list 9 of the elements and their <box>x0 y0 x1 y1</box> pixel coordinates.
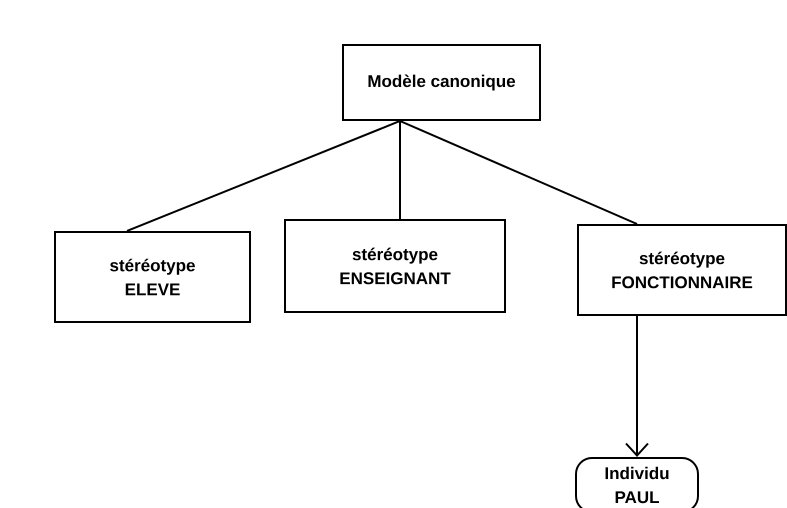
box: stéréotype ELEVE <box>54 231 251 323</box>
box: stéréotype ENSEIGNANT <box>284 219 506 313</box>
box: stéréotype FONCTIONNAIRE <box>577 224 787 316</box>
connector-line <box>400 120 638 225</box>
connector-line <box>399 121 401 219</box>
rounded-box: Individu PAUL <box>575 456 699 508</box>
arrow <box>625 316 649 457</box>
box: Modèle canonique <box>342 44 541 121</box>
connector-line <box>126 120 400 232</box>
